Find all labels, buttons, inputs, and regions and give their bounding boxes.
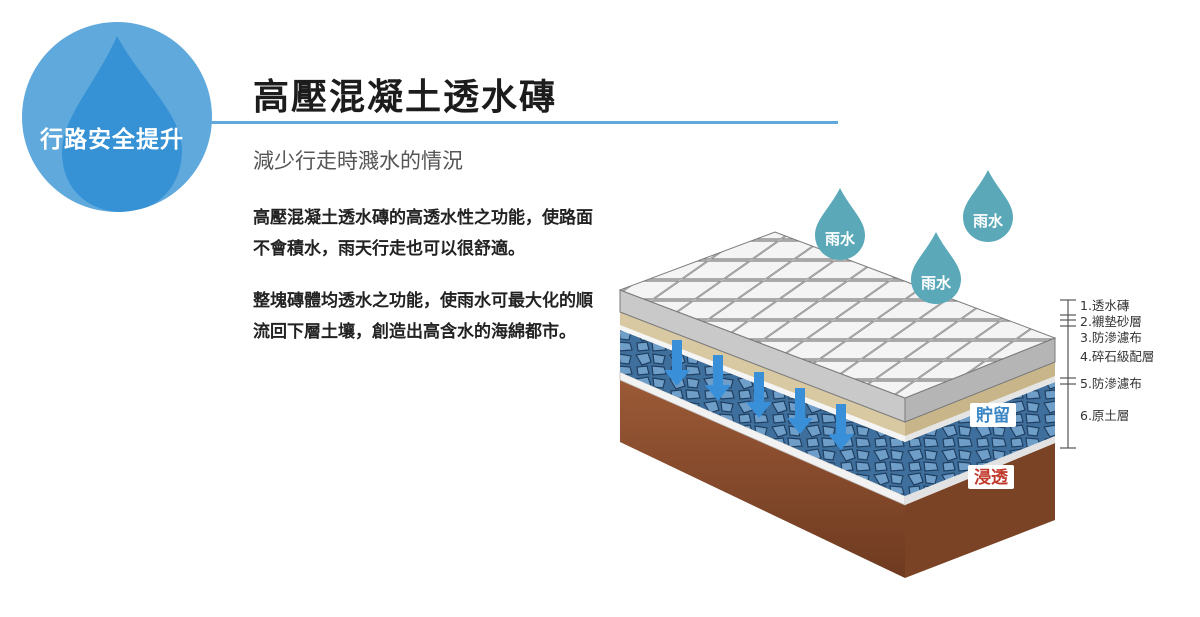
raindrop-group: 雨水 雨水 雨水 bbox=[815, 170, 1013, 304]
raindrop-label: 雨水 bbox=[921, 274, 952, 292]
page-title: 高壓混凝土透水磚 bbox=[253, 77, 558, 118]
infiltration-label: 浸透 bbox=[974, 467, 1009, 488]
raindrop-icon bbox=[963, 170, 1013, 242]
raindrop-label: 雨水 bbox=[973, 212, 1004, 230]
raindrop-label: 雨水 bbox=[825, 230, 856, 248]
raindrop-icon bbox=[911, 232, 961, 304]
layer-label: 6.原土層 bbox=[1080, 408, 1129, 423]
layer-scale bbox=[1060, 299, 1076, 449]
layer-label: 5.防滲濾布 bbox=[1080, 376, 1142, 391]
raindrop: 雨水 bbox=[911, 232, 961, 304]
raindrop: 雨水 bbox=[963, 170, 1013, 242]
flow-arrow bbox=[705, 355, 731, 401]
flow-arrow bbox=[787, 388, 813, 434]
description-paragraph-1: 高壓混凝土透水磚的高透水性之功能，使路面不會積水，雨天行走也可以很舒適。 bbox=[253, 208, 593, 259]
title-divider bbox=[205, 121, 838, 124]
layer-label: 4.碎石級配層 bbox=[1080, 349, 1154, 364]
layer-label: 1.透水磚 bbox=[1080, 298, 1130, 313]
sand-layer-side bbox=[905, 362, 1055, 436]
flow-arrow bbox=[664, 340, 690, 386]
raindrop-icon bbox=[815, 188, 865, 260]
section-badge: 行路安全提升 bbox=[22, 22, 212, 212]
raindrop: 雨水 bbox=[815, 188, 865, 260]
badge-label: 行路安全提升 bbox=[40, 127, 184, 153]
gravel-layer-side bbox=[905, 382, 1055, 496]
layer-labels: 1.透水磚 2.襯墊砂層 3.防滲濾布 4.碎石級配層 5.防滲濾布 6.原土層 bbox=[1080, 298, 1154, 423]
water-drop-icon bbox=[62, 36, 182, 212]
storage-label-bg bbox=[970, 403, 1016, 427]
water-flow-arrows bbox=[664, 340, 854, 450]
paver-cross-section-diagram: 雨水 雨水 雨水 貯留 浸透 1.透水磚 2.襯墊砂層 3.防滲濾布 4.碎石級… bbox=[618, 170, 1154, 578]
layer-label: 3.防滲濾布 bbox=[1080, 330, 1142, 345]
infiltration-label-bg bbox=[968, 465, 1014, 489]
soil-layer-front bbox=[620, 380, 905, 578]
page-subtitle: 減少行走時濺水的情況 bbox=[253, 149, 463, 173]
storage-label: 貯留 bbox=[976, 405, 1010, 426]
description-paragraph-2: 整塊磚體均透水之功能，使雨水可最大化的順流回下層土壤，創造出高含水的海綿都市。 bbox=[253, 291, 593, 342]
layer-label: 2.襯墊砂層 bbox=[1080, 314, 1142, 329]
soil-layer-side bbox=[905, 443, 1055, 578]
flow-arrow bbox=[746, 372, 772, 418]
paver-layer-top bbox=[618, 231, 1057, 399]
flow-arrow bbox=[828, 404, 854, 450]
